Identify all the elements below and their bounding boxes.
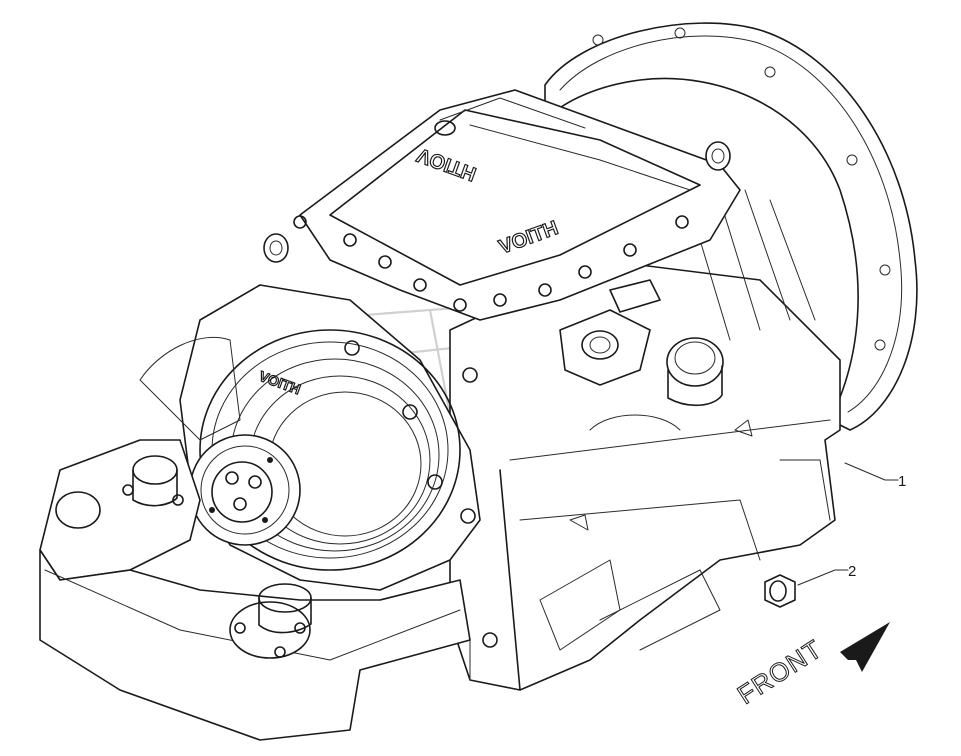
top-cover-housing (263, 89, 741, 321)
callout-2-number: 2 (848, 563, 856, 580)
transmission-case (449, 189, 841, 691)
output-flange (189, 434, 301, 546)
sensor-part (764, 574, 796, 608)
front-direction-arrow: FRONT (731, 622, 890, 711)
callout-1: 1 (844, 462, 906, 490)
oil-pan (39, 549, 498, 741)
hose-connector (559, 279, 661, 386)
callout-2: 2 (797, 563, 856, 586)
front-direction-label: FRONT (732, 633, 828, 710)
oil-filler-cap (666, 337, 724, 407)
callout-1-number: 1 (898, 473, 906, 490)
bell-housing-flange (544, 22, 918, 431)
